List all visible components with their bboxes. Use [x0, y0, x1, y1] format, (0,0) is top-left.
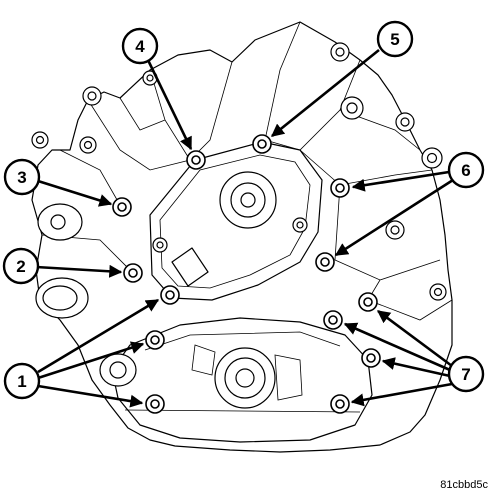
bolt-7c — [361, 348, 381, 368]
figure-code: 81cbbd5c — [440, 479, 488, 491]
bolt-7b — [323, 310, 343, 330]
timing-cover-drawing — [31, 21, 453, 453]
bolt-1b — [145, 330, 165, 350]
leader-7-c — [381, 357, 451, 378]
bolt-7d — [330, 394, 350, 414]
leader-7-b — [343, 322, 451, 372]
bolt-4 — [186, 150, 206, 170]
bolt-7a — [358, 292, 378, 312]
callout-7: 7 — [447, 355, 485, 393]
callout-1: 1 — [3, 362, 41, 400]
bolt-5 — [252, 134, 272, 154]
callout-6-label: 6 — [461, 161, 470, 180]
bolt-locations — [112, 134, 381, 414]
leader-6-a — [351, 170, 450, 192]
callout-6: 6 — [447, 151, 485, 189]
leader-5 — [270, 48, 380, 138]
leader-1-b — [37, 341, 145, 380]
callout-4-label: 4 — [135, 37, 145, 56]
leader-4 — [146, 59, 193, 151]
bolt-1c — [145, 394, 165, 414]
bolt-2 — [123, 263, 143, 283]
callout-1-label: 1 — [17, 372, 26, 391]
leader-lines — [35, 48, 454, 408]
leader-3 — [37, 179, 113, 207]
leader-7-a — [376, 309, 453, 368]
callout-4: 4 — [121, 27, 159, 65]
callout-5-label: 5 — [390, 30, 399, 49]
callout-5: 5 — [376, 20, 414, 58]
callout-2-label: 2 — [16, 257, 25, 276]
leader-2 — [35, 264, 123, 278]
leader-6-b — [334, 178, 454, 257]
callout-7-label: 7 — [461, 365, 470, 384]
callouts: 1 2 3 4 5 6 7 — [2, 20, 485, 400]
leader-1-a — [37, 298, 160, 374]
bolt-1a — [160, 285, 180, 305]
bolt-6a — [330, 178, 350, 198]
leader-1-c — [37, 384, 144, 408]
callout-3: 3 — [3, 158, 41, 196]
callout-2: 2 — [2, 247, 40, 285]
callout-3-label: 3 — [17, 168, 26, 187]
leader-7-d — [350, 382, 453, 407]
bolt-3 — [112, 197, 132, 217]
bolt-6b — [315, 252, 335, 272]
